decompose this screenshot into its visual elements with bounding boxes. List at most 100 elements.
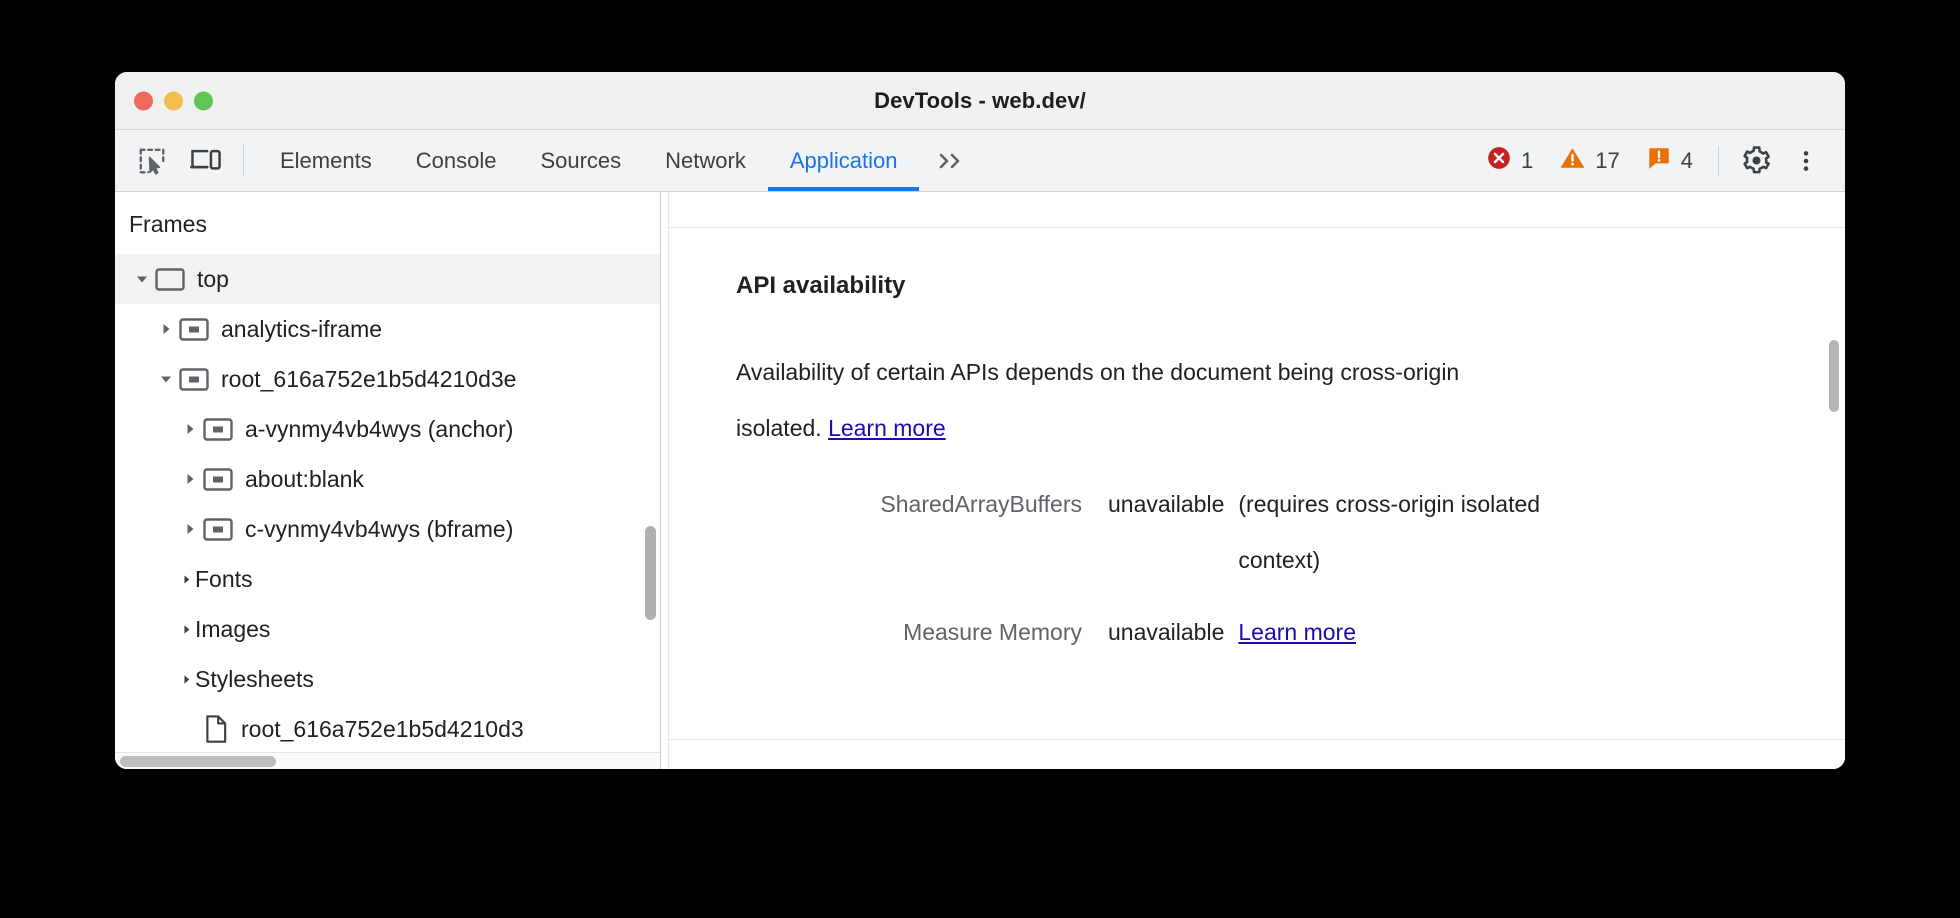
- api-row-measure-memory: Measure Memory unavailable Learn more: [736, 604, 1845, 660]
- tree-item-fonts[interactable]: Fonts: [115, 554, 660, 604]
- panel-divider-bottom: [669, 739, 1845, 740]
- tree-item-a-vynmy4vb4wys[interactable]: a-vynmy4vb4wys (anchor): [115, 404, 660, 454]
- api-label: Measure Memory: [903, 619, 1082, 645]
- api-label: SharedArrayBuffers: [880, 491, 1082, 517]
- tab-console[interactable]: Console: [394, 130, 519, 191]
- api-value-group: unavailable (requires cross-origin isola…: [1108, 476, 1578, 588]
- tree-item-label: Stylesheets: [195, 665, 314, 692]
- window-title: DevTools - web.dev/: [874, 87, 1086, 113]
- issue-count: 4: [1680, 147, 1693, 173]
- panel-vertical-scrollbar[interactable]: [1829, 340, 1839, 412]
- measure-memory-learn-more-link[interactable]: Learn more: [1238, 619, 1356, 645]
- inspect-element-icon[interactable]: [125, 130, 179, 191]
- chevron-right-icon[interactable]: [177, 421, 203, 437]
- tree-item-label: top: [197, 265, 229, 292]
- devtools-window: DevTools - web.dev/ Elements Console: [115, 72, 1845, 769]
- issue-icon: [1646, 145, 1672, 177]
- gear-icon[interactable]: [1731, 136, 1781, 186]
- tree-item-top[interactable]: top: [115, 254, 660, 304]
- chevron-down-icon[interactable]: [153, 371, 179, 387]
- device-toolbar-icon[interactable]: [179, 130, 233, 191]
- description-text: Availability of certain APIs depends on …: [736, 359, 1460, 441]
- window-controls: [134, 91, 213, 110]
- error-count: 1: [1521, 147, 1534, 173]
- panel-divider-top: [669, 227, 1845, 228]
- api-note: (requires cross-origin isolated context): [1238, 491, 1541, 573]
- iframe-icon: [179, 367, 209, 391]
- tree-item-label: Fonts: [195, 565, 253, 592]
- tree-item-root-document[interactable]: root_616a752e1b5d4210d3: [115, 704, 660, 752]
- api-value-group: unavailable Learn more: [1108, 604, 1356, 660]
- chevron-right-icon[interactable]: [177, 471, 203, 487]
- page-title: API availability: [736, 272, 906, 299]
- chevron-right-icon[interactable]: [153, 321, 179, 337]
- tree-item-images[interactable]: Images: [115, 604, 660, 654]
- tree-item-label: analytics-iframe: [221, 315, 383, 342]
- panel-tabs: Elements Console Sources Network Applica…: [258, 130, 920, 191]
- tab-network[interactable]: Network: [643, 130, 768, 191]
- frames-sidebar: Frames top: [115, 192, 661, 769]
- chevron-right-icon[interactable]: [177, 673, 195, 686]
- tree-item-root-frame[interactable]: root_616a752e1b5d4210d3e: [115, 354, 660, 404]
- frame-icon: [155, 267, 185, 291]
- devtools-content: Frames top: [115, 192, 1845, 769]
- api-row-sharedarraybuffers: SharedArrayBuffers unavailable (requires…: [736, 476, 1845, 588]
- sidebar-vertical-scrollbar[interactable]: [645, 526, 656, 620]
- tab-label: Console: [415, 147, 497, 173]
- kebab-menu-icon[interactable]: [1781, 136, 1831, 186]
- error-icon: [1486, 145, 1512, 177]
- issue-counter[interactable]: 4: [1633, 145, 1706, 177]
- sidebar-horizontal-scrollbar[interactable]: [115, 752, 660, 769]
- tree-item-label: root_616a752e1b5d4210d3e: [221, 365, 517, 392]
- more-tabs-chevron-icon[interactable]: [919, 130, 985, 191]
- tab-label: Network: [665, 147, 746, 173]
- error-counter[interactable]: 1: [1473, 145, 1546, 177]
- chevron-right-icon[interactable]: [177, 521, 203, 537]
- tree-item-label: Images: [195, 615, 271, 642]
- iframe-icon: [203, 517, 233, 541]
- warning-icon: [1559, 145, 1586, 177]
- api-availability-list: SharedArrayBuffers unavailable (requires…: [736, 476, 1845, 660]
- document-icon: [203, 715, 229, 743]
- panel-description: Availability of certain APIs depends on …: [736, 344, 1526, 456]
- panel-inner: API availability Availability of certain…: [668, 192, 1845, 769]
- tree-item-label: root_616a752e1b5d4210d3: [241, 715, 524, 742]
- iframe-icon: [203, 417, 233, 441]
- minimize-window-button[interactable]: [164, 91, 183, 110]
- toolbar-divider: [243, 144, 244, 177]
- chevron-right-icon[interactable]: [177, 623, 195, 636]
- api-status: unavailable: [1108, 491, 1225, 517]
- iframe-icon: [203, 467, 233, 491]
- tree-item-label: c-vynmy4vb4wys (bframe): [245, 515, 514, 542]
- tree-item-c-vynmy4vb4wys[interactable]: c-vynmy4vb4wys (bframe): [115, 504, 660, 554]
- learn-more-link[interactable]: Learn more: [828, 415, 946, 441]
- tab-elements[interactable]: Elements: [258, 130, 394, 191]
- tab-application[interactable]: Application: [767, 130, 920, 191]
- window-title-bar: DevTools - web.dev/: [115, 72, 1845, 130]
- warning-counter[interactable]: 17: [1546, 145, 1632, 177]
- tree-item-stylesheets[interactable]: Stylesheets: [115, 654, 660, 704]
- tree-item-label: about:blank: [245, 465, 364, 492]
- security-and-isolation-panel: API availability Availability of certain…: [661, 192, 1845, 769]
- chevron-right-icon[interactable]: [177, 573, 195, 586]
- maximize-window-button[interactable]: [194, 91, 213, 110]
- warning-count: 17: [1595, 147, 1620, 173]
- panel-body: API availability Availability of certain…: [669, 228, 1845, 739]
- tab-label: Sources: [540, 147, 622, 173]
- tree-item-about-blank[interactable]: about:blank: [115, 454, 660, 504]
- iframe-icon: [179, 317, 209, 341]
- sidebar-header: Frames: [129, 211, 207, 237]
- toolbar-right-group: 1 17: [1473, 130, 1845, 191]
- tab-label: Application: [789, 147, 898, 173]
- scrollbar-thumb[interactable]: [120, 756, 276, 767]
- close-window-button[interactable]: [134, 91, 153, 110]
- frames-tree: top analytics-iframe: [115, 254, 660, 752]
- tree-item-label: a-vynmy4vb4wys (anchor): [245, 415, 514, 442]
- tree-item-analytics-iframe[interactable]: analytics-iframe: [115, 304, 660, 354]
- api-status: unavailable: [1108, 619, 1225, 645]
- tab-label: Elements: [280, 147, 372, 173]
- chevron-down-icon[interactable]: [129, 271, 155, 287]
- devtools-toolbar: Elements Console Sources Network Applica…: [115, 130, 1845, 192]
- tab-sources[interactable]: Sources: [518, 130, 643, 191]
- toolbar-divider: [1718, 145, 1719, 176]
